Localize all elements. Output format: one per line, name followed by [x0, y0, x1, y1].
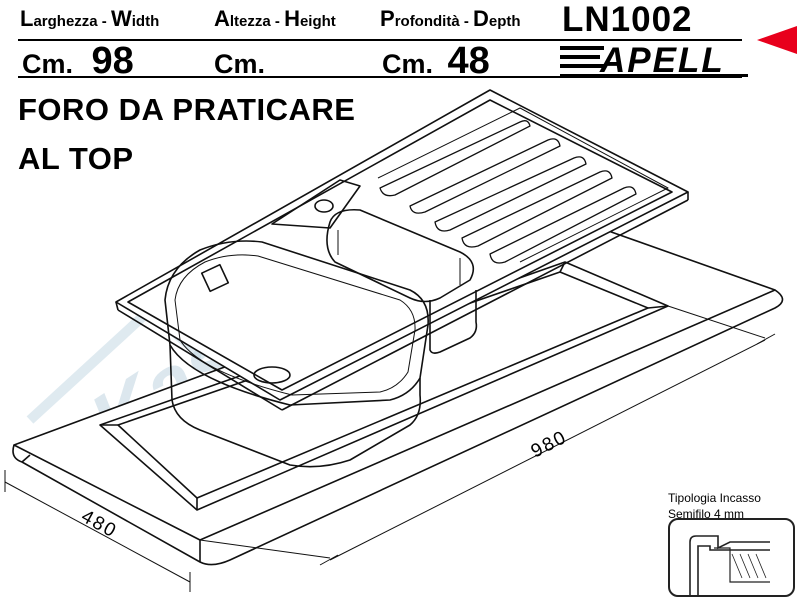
dimension-line-width — [4, 470, 191, 592]
large-bowl — [164, 240, 429, 468]
drainboard — [377, 107, 669, 264]
semifilo-profile-icon — [689, 535, 770, 595]
depth-value-row: Cm. 48 — [382, 40, 490, 82]
inset-title: Tipologia Incasso — [668, 491, 761, 505]
faucet-hole — [271, 179, 361, 229]
dimension-line-length — [199, 305, 776, 566]
model-code: LN1002 — [562, 0, 693, 39]
mounting-type-inset — [668, 518, 795, 597]
header-bottom-line — [18, 76, 742, 78]
small-bowl — [326, 208, 478, 354]
height-value-row: Cm. — [214, 49, 266, 79]
dimension-label-length: 980 — [528, 427, 571, 463]
red-arrow-icon — [757, 26, 797, 54]
height-heading: Altezza - Height — [214, 6, 336, 31]
width-heading: Larghezza - Width — [20, 6, 160, 31]
width-value-row: Cm. 98 — [22, 40, 134, 82]
sink-rim — [115, 89, 689, 411]
title-line-1: FORO DA PRATICARE — [18, 92, 356, 127]
title-line-2: AL TOP — [18, 141, 134, 176]
dimension-label-width: 480 — [78, 506, 121, 543]
depth-heading: Profondità - Depth — [380, 6, 521, 31]
header-divider — [18, 39, 742, 41]
inset-subtitle: Semifilo 4 mm — [668, 507, 745, 521]
apell-logo: APELL — [560, 41, 748, 80]
